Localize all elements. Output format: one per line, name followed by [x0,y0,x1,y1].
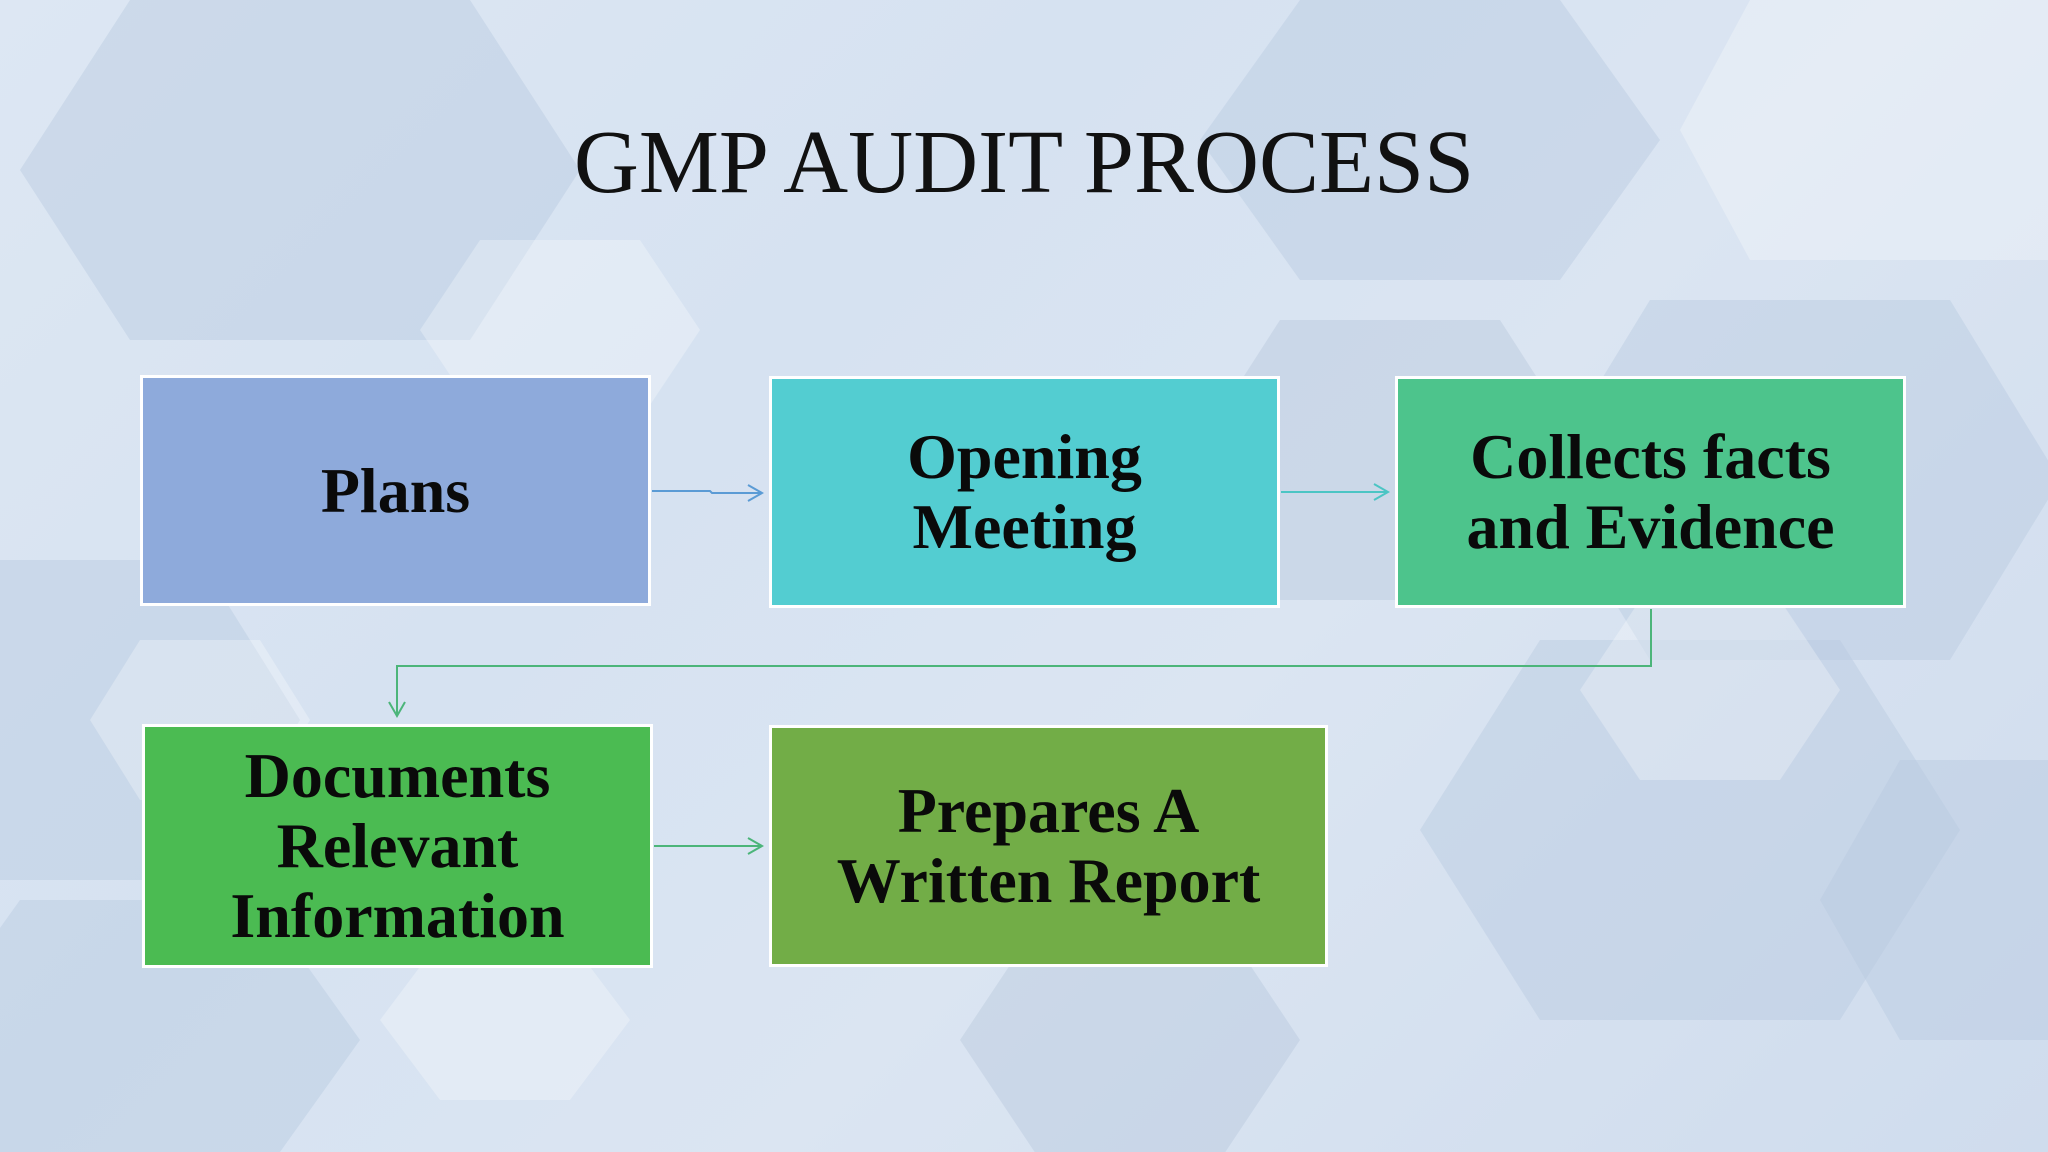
step-label-written-report: Prepares A Written Report [836,775,1261,916]
slide-title: GMP AUDIT PROCESS [573,113,1475,212]
step-label-plans: Plans [320,454,471,526]
step-box-opening-meeting: Opening Meeting [769,376,1280,608]
connector-collects-to-documents [388,609,1652,719]
step-box-written-report: Prepares A Written Report [769,725,1328,967]
step-label-collects-facts: Collects facts and Evidence [1466,421,1835,562]
step-box-collects-facts: Collects facts and Evidence [1395,376,1906,608]
step-box-plans: Plans [140,375,651,606]
connector-plans-to-opening [652,484,765,502]
step-box-documents-information: Documents Relevant Information [142,724,653,968]
connector-documents-to-report [654,837,765,855]
step-label-opening-meeting: Opening Meeting [907,421,1142,562]
connector-opening-to-collects [1281,483,1391,501]
step-label-documents-information: Documents Relevant Information [230,740,565,951]
